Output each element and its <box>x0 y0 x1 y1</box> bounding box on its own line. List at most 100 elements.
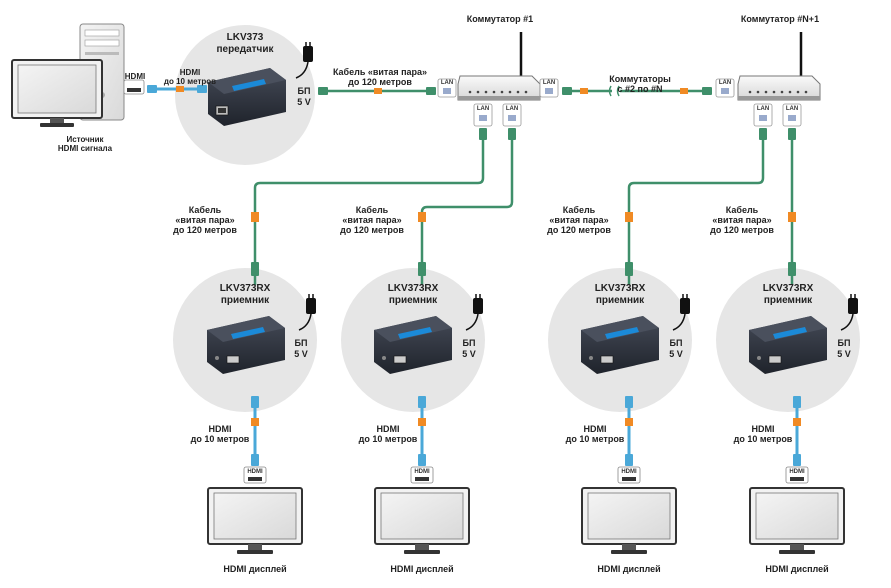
tp-drop-3-line1: Кабель <box>562 205 596 215</box>
source-label-line1: Источник <box>66 135 104 144</box>
hdmi-drop-1-line2: до 10 метров <box>190 434 250 444</box>
receiver-box-1 <box>207 316 285 374</box>
switch-1-title: Коммутатор #1 <box>466 14 534 24</box>
tp-drop-2-line3: до 120 метров <box>340 225 404 235</box>
receiver-box-2 <box>374 316 452 374</box>
tp-drop-1-line3: до 120 метров <box>173 225 237 235</box>
display-2 <box>374 466 470 554</box>
tp-drop-4-line1: Кабель <box>725 205 759 215</box>
hdmi-drop-4-line1: HDMI <box>751 424 775 434</box>
receiver-4-psu-line2: 5 V <box>837 349 851 359</box>
switch-n-lan-down-1-label: LAN <box>756 106 770 112</box>
hdmi-cable-drop-4 <box>793 396 801 466</box>
switch-1-lan-port-right <box>539 78 559 98</box>
tp-drop-connectors <box>251 128 796 276</box>
receivers <box>207 294 858 466</box>
display-1-label: HDMI дисплей <box>223 564 287 574</box>
tp-drop-3-line3: до 120 метров <box>547 225 611 235</box>
switch-n-lan-port-down-1 <box>753 103 773 127</box>
receiver-4-model: LKV373RX <box>762 283 814 294</box>
tp-drop-1-line2: «витая пара» <box>175 215 235 225</box>
hdmi-drop-1-line1: HDMI <box>208 424 232 434</box>
receiver-3-model: LKV373RX <box>594 283 646 294</box>
display-3 <box>581 466 677 554</box>
receiver-psu-2 <box>465 294 483 331</box>
display-2-label: HDMI дисплей <box>390 564 454 574</box>
transmitter-box <box>208 68 286 126</box>
source-hdmi-port-label: HDMI <box>124 72 146 81</box>
receiver-1-model: LKV373RX <box>219 283 271 294</box>
hdmi-top-line2: до 10 метров <box>163 77 217 86</box>
receiver-box-4 <box>749 316 827 374</box>
switch-n-lan-down-2-label: LAN <box>785 106 799 112</box>
tp-cable-drop-2 <box>420 128 514 285</box>
tp-cable-between-switches <box>562 85 712 97</box>
tp-cable-drop-3 <box>627 128 765 285</box>
switch-1-lan-right-label: LAN <box>542 80 556 86</box>
switch-n-lan-port-left <box>715 78 735 98</box>
tp-top-line1: Кабель «витая пара» <box>332 67 428 77</box>
receiver-4-role: приемник <box>763 295 813 306</box>
tp-drop-3-line2: «витая пара» <box>549 215 609 225</box>
display-2-hdmi-label: HDMI <box>414 469 430 475</box>
switches-between-line1: Коммутаторы <box>609 74 671 84</box>
receiver-3-role: приемник <box>595 295 645 306</box>
switch-1-lan-port-down-1 <box>473 103 493 127</box>
display-4-label: HDMI дисплей <box>765 564 829 574</box>
receiver-3-psu-line1: БП <box>669 338 683 348</box>
transmitter-psu-line1: БП <box>297 86 311 96</box>
receiver-2-role: приемник <box>388 295 438 306</box>
hdmi-drop-2-line1: HDMI <box>376 424 400 434</box>
source-hdmi-port <box>123 79 145 95</box>
receiver-psu-3 <box>672 294 690 331</box>
transmitter-role: передатчик <box>216 44 274 55</box>
switch-1-lan-down-1-label: LAN <box>476 106 490 112</box>
receiver-4-psu-line1: БП <box>837 338 851 348</box>
hdmi-drop-4-line2: до 10 метров <box>733 434 793 444</box>
receiver-1-role: приемник <box>220 295 270 306</box>
tp-drop-2-line2: «витая пара» <box>342 215 402 225</box>
display-4-hdmi-label: HDMI <box>789 469 805 475</box>
hdmi-drop-3-line1: HDMI <box>583 424 607 434</box>
switches-between-line2: с #2 по #N <box>617 84 663 94</box>
receiver-1-psu-line1: БП <box>294 338 308 348</box>
display-3-label: HDMI дисплей <box>597 564 661 574</box>
receiver-3-psu-line2: 5 V <box>669 349 683 359</box>
display-3-hdmi-label: HDMI <box>621 469 637 475</box>
hdmi-cable-drop-1 <box>251 396 259 466</box>
tp-drop-1-line1: Кабель <box>188 205 222 215</box>
receiver-1-psu-line2: 5 V <box>294 349 308 359</box>
switch-n-title: Коммутатор #N+1 <box>740 14 820 24</box>
transmitter-psu-line2: 5 V <box>297 97 311 107</box>
tp-drop-2-line1: Кабель <box>355 205 389 215</box>
hdmi-cable-drop-3 <box>625 396 633 466</box>
hdmi-cable-top <box>147 85 207 93</box>
source-computer <box>11 23 125 127</box>
switch-1-lan-left-label: LAN <box>440 80 454 86</box>
transmitter-model: LKV373 <box>226 32 264 43</box>
switch-1-lan-down-2-label: LAN <box>505 106 519 112</box>
switch-n <box>737 32 821 101</box>
tp-cable-drop-1 <box>253 128 485 285</box>
switch-1-lan-port-down-2 <box>502 103 522 127</box>
receiver-psu-4 <box>840 294 858 331</box>
hdmi-drop-3-line2: до 10 метров <box>565 434 625 444</box>
hdmi-top-line1: HDMI <box>179 68 201 77</box>
receiver-psu-1 <box>298 294 316 331</box>
switch-1-lan-port-left <box>437 78 457 98</box>
tp-top-line2: до 120 метров <box>348 77 412 87</box>
receiver-2-psu-line2: 5 V <box>462 349 476 359</box>
receiver-2-psu-line1: БП <box>462 338 476 348</box>
source-label-line2: HDMI сигнала <box>57 144 113 153</box>
switch-n-lan-left-label: LAN <box>718 80 732 86</box>
displays <box>207 466 845 554</box>
display-1 <box>207 466 303 554</box>
tp-drop-4-line2: «витая пара» <box>712 215 772 225</box>
switch-1 <box>457 32 541 101</box>
tp-cable-top <box>318 87 436 95</box>
tp-drop-4-line3: до 120 метров <box>710 225 774 235</box>
display-4 <box>749 466 845 554</box>
receiver-box-3 <box>581 316 659 374</box>
